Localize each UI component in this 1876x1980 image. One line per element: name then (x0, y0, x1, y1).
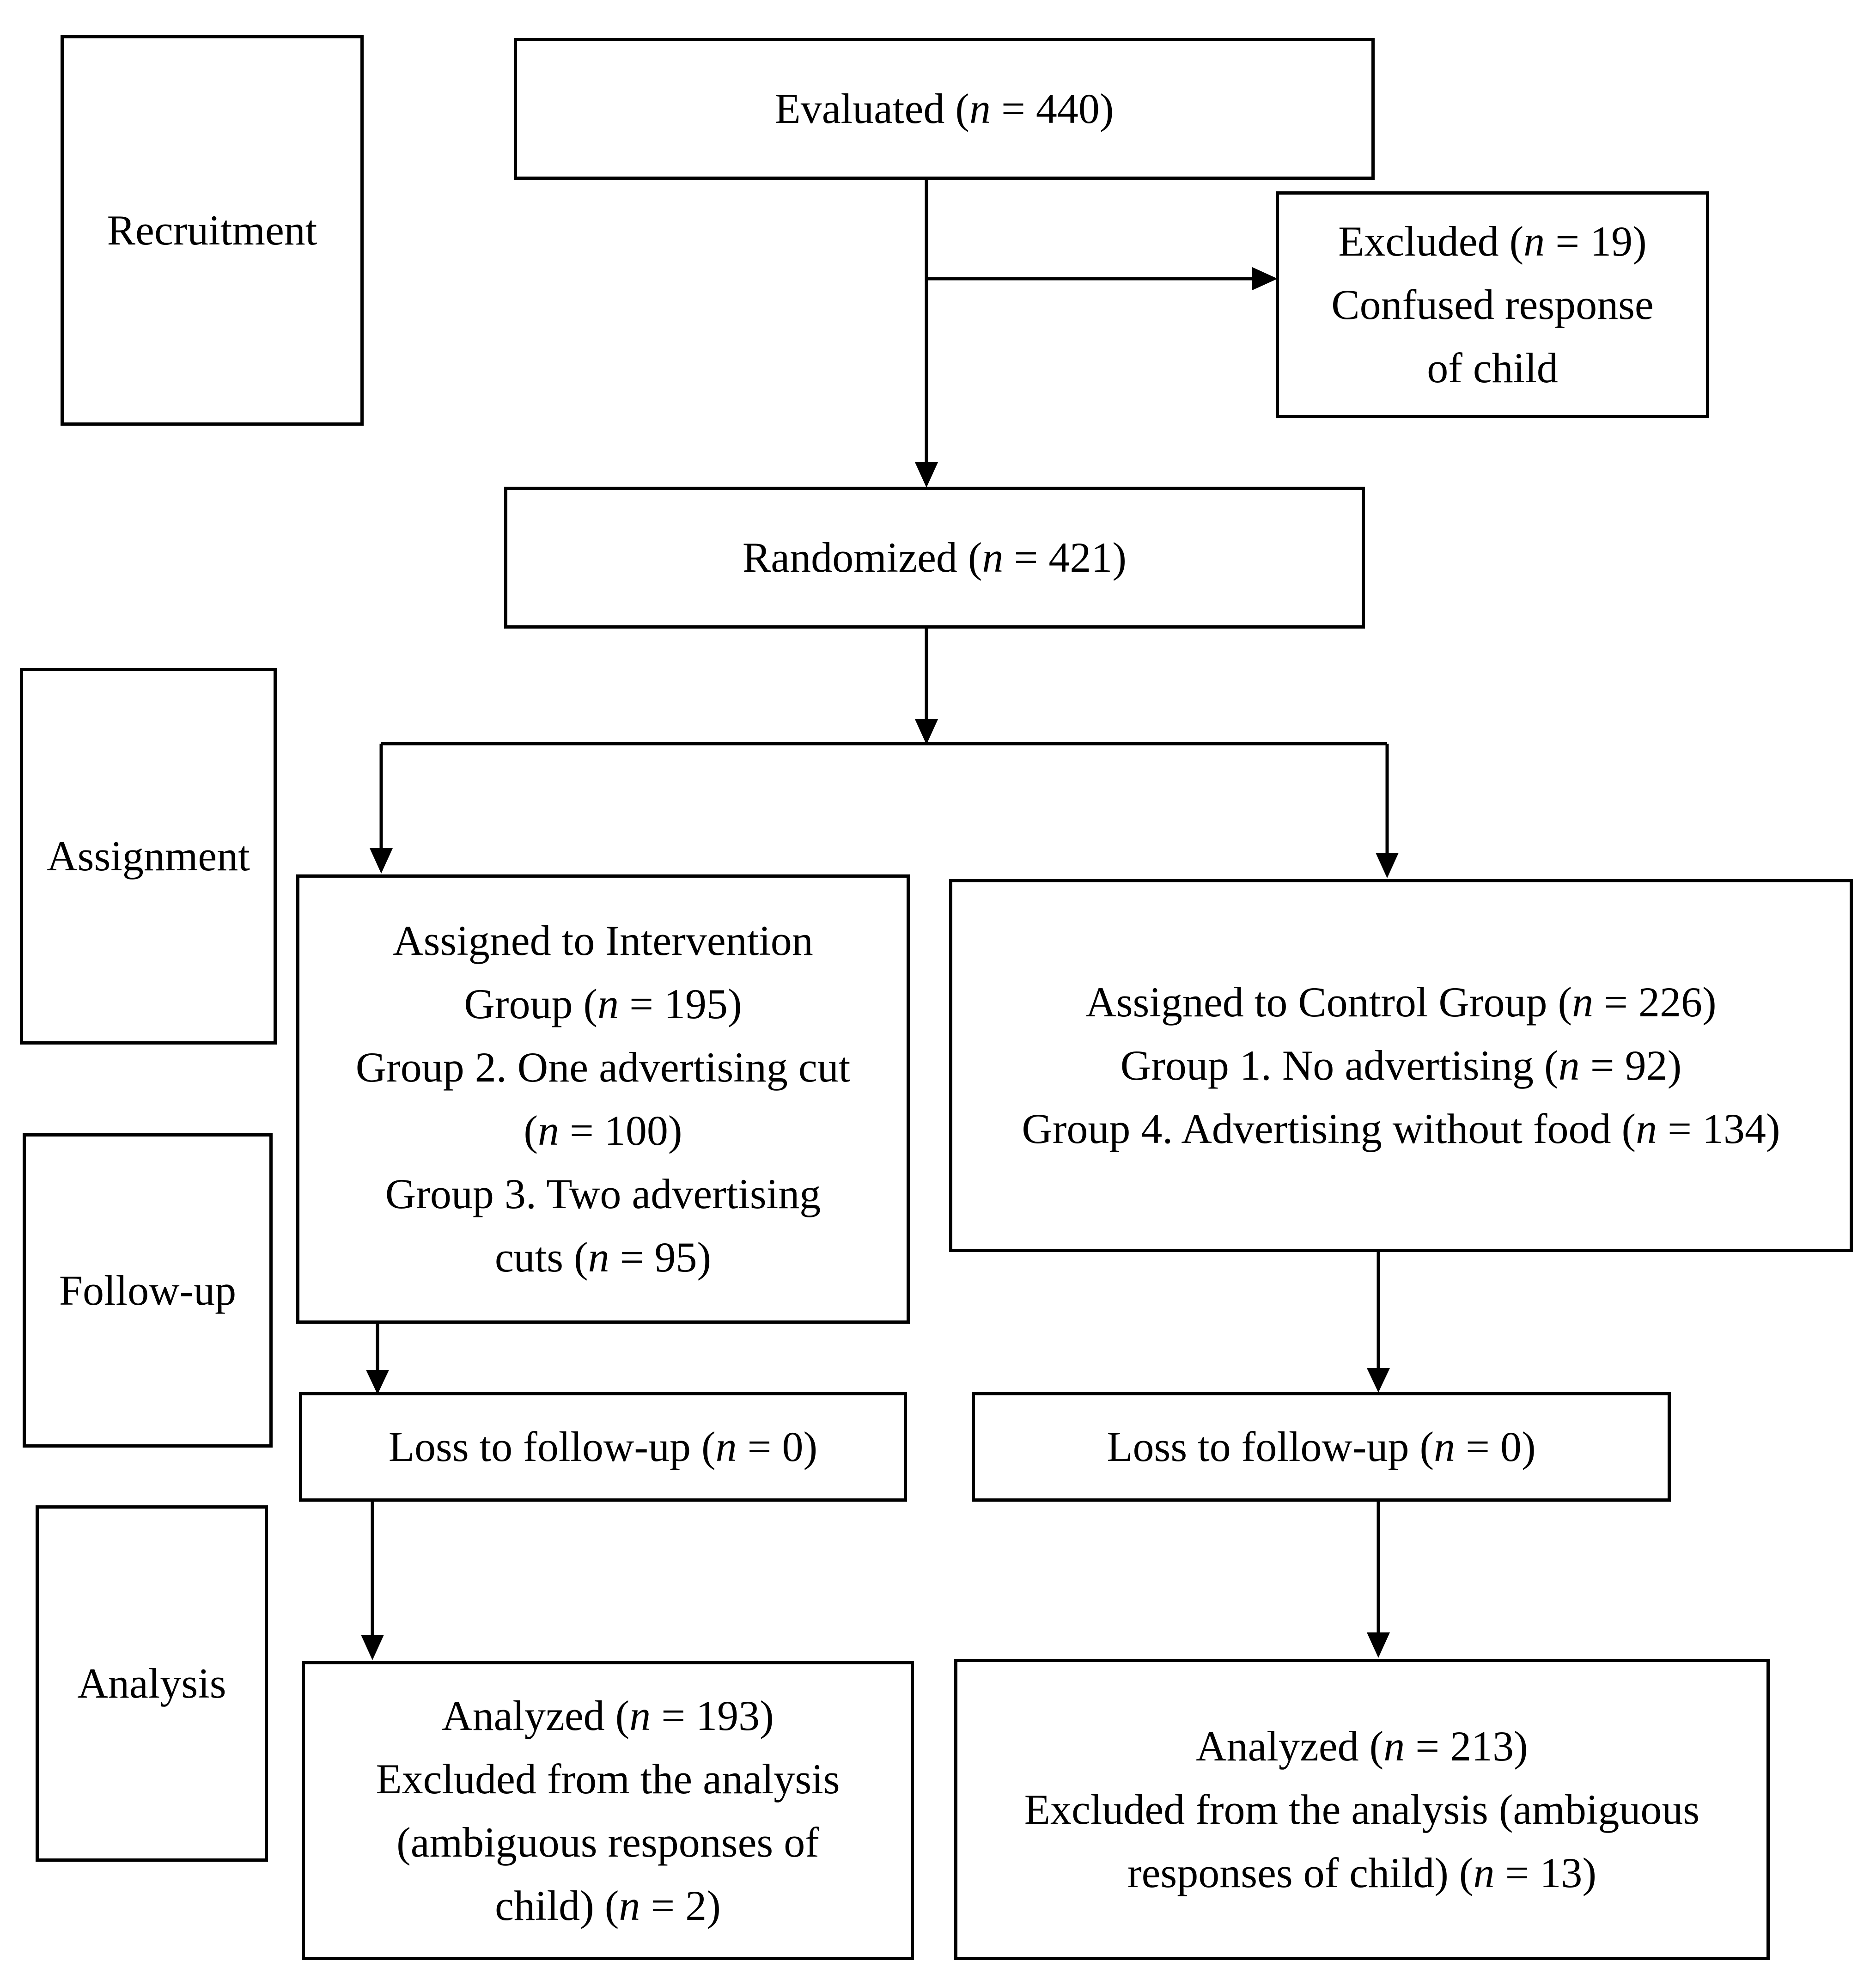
intervention-title: Assigned to Intervention (393, 917, 813, 964)
arrowhead-randomized (915, 462, 938, 488)
loss-followup-right-box: Loss to follow-up (n = 0) (972, 1392, 1671, 1502)
intervention-count: Group (n = 195) (464, 980, 742, 1027)
loss-followup-left-text: Loss to follow-up (n = 0) (388, 1423, 818, 1470)
control-group-box: Assigned to Control Group (n = 226) Grou… (949, 879, 1853, 1252)
arrowhead-control (1376, 853, 1399, 878)
intervention-group3-count: cuts (n = 95) (494, 1234, 712, 1281)
arrowhead-loss-right (1367, 1368, 1390, 1393)
arrowhead-split (915, 719, 938, 745)
loss-followup-right-text: Loss to follow-up (n = 0) (1107, 1423, 1536, 1470)
arrowhead-analyzed-right (1367, 1632, 1390, 1658)
control-title: Assigned to Control Group (n = 226) (1085, 978, 1717, 1026)
randomized-box: Randomized (n = 421) (504, 487, 1365, 629)
stage-assignment: Assignment (20, 668, 277, 1045)
stage-analysis-label: Analysis (77, 1660, 226, 1707)
arrowhead-intervention (370, 848, 393, 874)
stage-analysis: Analysis (36, 1505, 268, 1862)
analyzed-left-reason: (ambiguous responses of (396, 1818, 819, 1866)
analyzed-right-box: Analyzed (n = 213) Excluded from the ana… (954, 1659, 1770, 1960)
arrowhead-excluded (1252, 267, 1278, 290)
stage-assignment-label: Assignment (47, 832, 250, 880)
intervention-group2: Group 2. One advertising cut (355, 1044, 851, 1091)
excluded-reason: Confused response (1331, 281, 1654, 328)
control-group1: Group 1. No advertising (n = 92) (1120, 1042, 1682, 1089)
stage-followup-label: Follow-up (59, 1266, 237, 1314)
arrowhead-analyzed-left (361, 1635, 384, 1660)
arrowhead-loss-left (366, 1370, 389, 1394)
analyzed-left-excluded: Excluded from the analysis (376, 1755, 840, 1803)
evaluated-box: Evaluated (n = 440) (514, 38, 1375, 180)
analyzed-right-excluded: Excluded from the analysis (ambiguous (1024, 1785, 1700, 1833)
analyzed-left-count: Analyzed (n = 193) (442, 1692, 774, 1739)
stage-followup: Follow-up (23, 1133, 273, 1448)
evaluated-text: Evaluated (n = 440) (774, 85, 1114, 132)
stage-recruitment-label: Recruitment (107, 207, 317, 254)
control-group4: Group 4. Advertising without food (n = 1… (1022, 1105, 1780, 1152)
analyzed-right-count: Analyzed (n = 213) (1196, 1722, 1528, 1770)
intervention-group-box: Assigned to Intervention Group (n = 195)… (296, 874, 910, 1324)
randomized-text: Randomized (n = 421) (742, 534, 1127, 581)
excluded-box: Excluded (n = 19) Confused response of c… (1276, 191, 1709, 418)
intervention-group2-count: (n = 100) (524, 1107, 682, 1154)
analyzed-right-excluded-count: responses of child) (n = 13) (1127, 1849, 1597, 1896)
loss-followup-left-box: Loss to follow-up (n = 0) (299, 1392, 907, 1502)
intervention-group3: Group 3. Two advertising (385, 1170, 821, 1217)
analyzed-left-box: Analyzed (n = 193) Excluded from the ana… (302, 1661, 914, 1960)
excluded-count: Excluded (n = 19) (1338, 218, 1647, 265)
excluded-reason-cont: of child (1427, 344, 1558, 391)
analyzed-left-excluded-count: child) (n = 2) (495, 1882, 721, 1929)
stage-recruitment: Recruitment (61, 35, 364, 426)
